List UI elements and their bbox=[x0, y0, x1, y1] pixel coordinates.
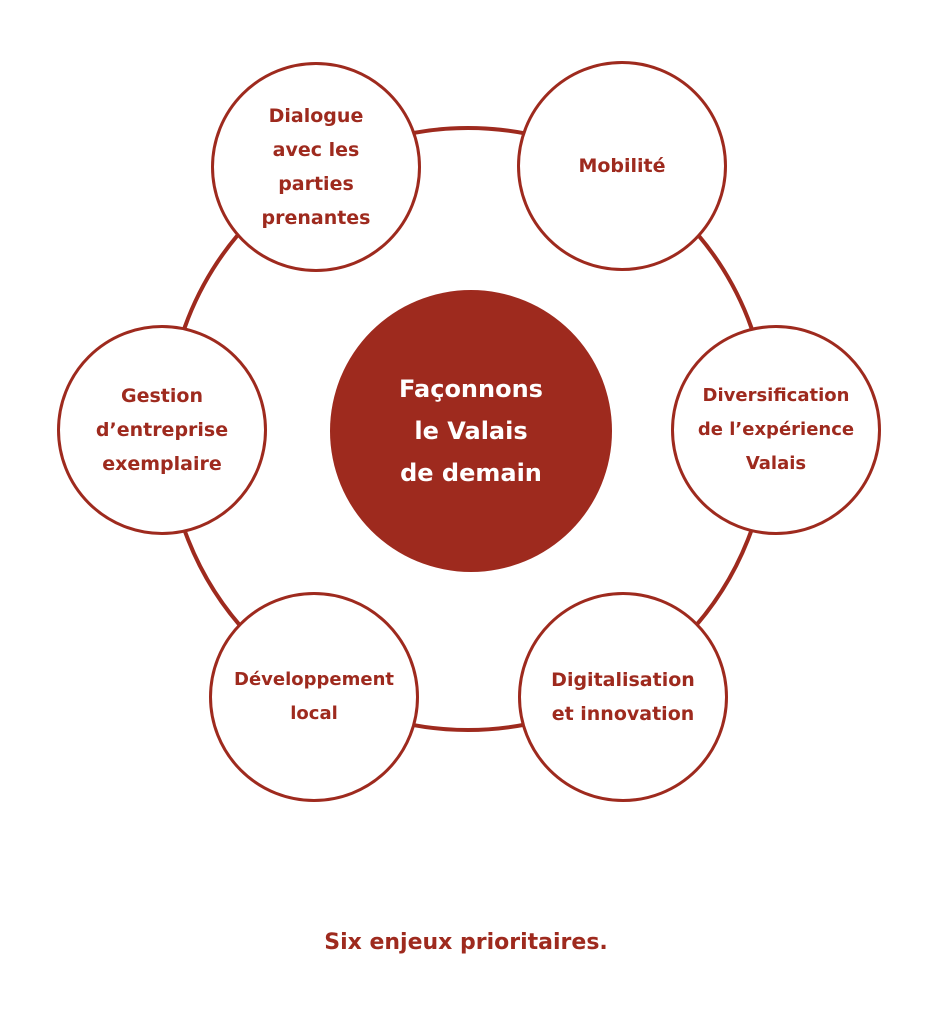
caption: Six enjeux prioritaires. bbox=[324, 930, 608, 955]
node-diversification: Diversification de l’expérience Valais bbox=[671, 325, 881, 535]
node-developpement: Développement local bbox=[209, 592, 419, 802]
node-mobilite: Mobilité bbox=[517, 61, 727, 271]
node-digitalisation: Digitalisation et innovation bbox=[518, 592, 728, 802]
center-circle: Façonnons le Valais de demain bbox=[330, 290, 612, 572]
node-dialogue: Dialogue avec les parties prenantes bbox=[211, 62, 421, 272]
node-gestion: Gestion d’entreprise exemplaire bbox=[57, 325, 267, 535]
